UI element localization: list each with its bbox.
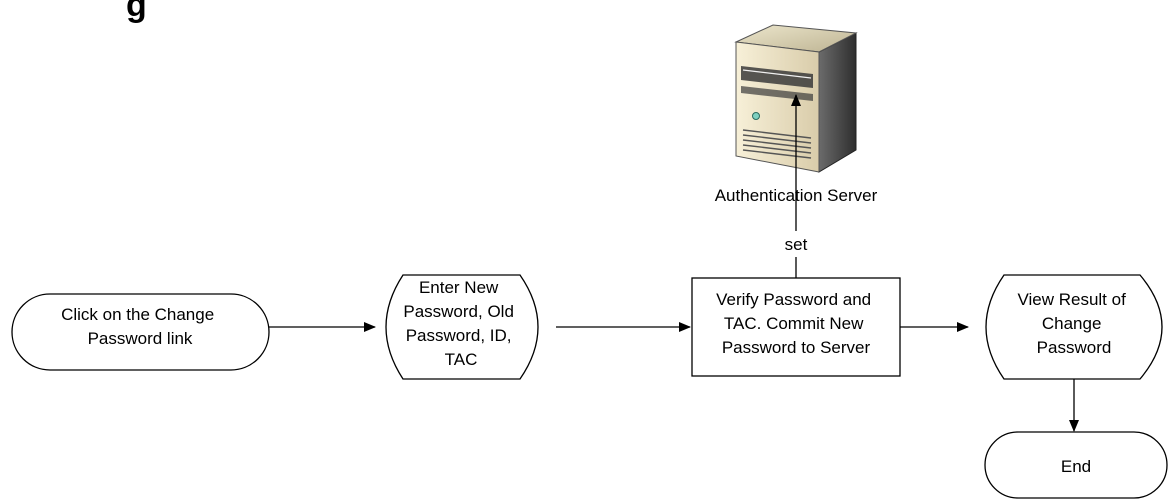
node-result-line-1: View Result of xyxy=(1017,290,1126,309)
node-start-line-2: Password link xyxy=(88,329,193,348)
node-result-line-2: Change xyxy=(1042,314,1102,333)
node-enter-line-2: Password, Old xyxy=(403,302,514,321)
node-enter-credentials: Enter New Password, Old Password, ID, TA… xyxy=(385,274,539,380)
svg-text:View Result of Change: View Result of Change Password xyxy=(1017,290,1130,357)
edge-label-set: set xyxy=(785,235,808,254)
node-verify-line-2: TAC. Commit New xyxy=(724,314,864,333)
node-result-line-3: Password xyxy=(1037,338,1112,357)
server-icon xyxy=(734,24,858,173)
svg-text:Verify Password and TAC.: Verify Password and TAC. Commit New Pass… xyxy=(716,290,876,357)
node-verify-line-3: Password to Server xyxy=(722,338,871,357)
node-enter-line-1: Enter New xyxy=(419,278,499,297)
node-end: End xyxy=(984,431,1168,499)
node-start-line-1: Click on the Change xyxy=(61,305,214,324)
svg-text:Click on the Change Pass: Click on the Change Password link xyxy=(61,305,219,348)
node-enter-line-4: TAC xyxy=(445,350,478,369)
node-verify-line-1: Verify Password and xyxy=(716,290,871,309)
title-fragment: g xyxy=(126,0,147,24)
node-view-result: View Result of Change Password xyxy=(985,274,1163,380)
node-start: Click on the Change Password link xyxy=(11,293,270,371)
edge-label-bg xyxy=(779,231,813,257)
node-end-label: End xyxy=(1061,457,1091,476)
node-verify-process: Verify Password and TAC. Commit New Pass… xyxy=(691,277,901,377)
svg-text:Enter New Password, Old: Enter New Password, Old Password, ID, TA… xyxy=(403,278,518,369)
node-enter-line-3: Password, ID, xyxy=(406,326,512,345)
